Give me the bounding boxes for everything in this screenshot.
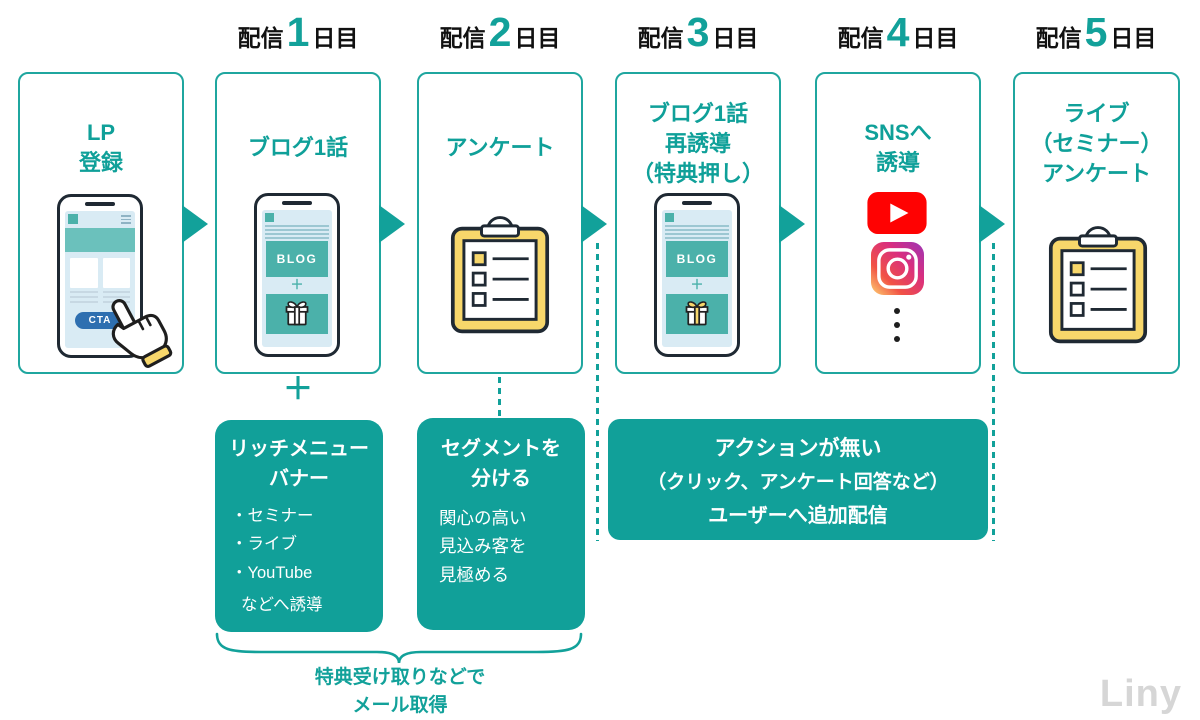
box-title: ブログ1話 [247,135,349,161]
gift-block [666,294,728,334]
gift-icon [285,301,309,326]
arrow-right-icon [581,205,607,243]
liny-logo: Liny [1099,673,1182,715]
note-rich-menu-banner: リッチメニュー バナー ・セミナー ・ライブ ・YouTube などへ誘導 [215,420,383,632]
list-item: ・ライブ [231,535,297,554]
clipboard-icon [1048,226,1148,344]
phone-screen: CTA [65,211,135,348]
day-header-number: 3 [686,9,710,55]
phone-screen: BLOG ＋ [262,210,332,347]
day-header-2: 配信 2 日目 [417,12,583,53]
arrow-right-icon [379,205,405,243]
day-header-number: 2 [488,9,512,55]
text-lines [665,225,729,241]
box-title: SNSへ 誘導 [864,120,932,175]
phone-notch [85,202,115,206]
blog-block: BLOG [666,241,728,277]
list-item: ・セミナー [231,507,314,525]
day-header-3: 配信 3 日目 [615,12,781,53]
arrow-right-icon [779,205,805,243]
day-header-number: 4 [886,9,910,55]
day-header-suffix: 日目 [312,25,359,51]
note-title: セグメントを 分ける [441,438,561,490]
arrow-right-icon [182,205,208,243]
note-additional-broadcast: アクションが無い （クリック、アンケート回答など） ユーザーへ追加配信 [608,419,988,540]
day-header-suffix: 日目 [712,25,759,51]
site-logo-block [665,213,674,222]
dashed-connector [596,243,599,541]
dashed-connector [498,377,501,418]
youtube-icon [867,192,927,234]
arrow-right-icon [979,205,1005,243]
day-header-5: 配信 5 日目 [1013,12,1179,53]
hamburger-icon [121,215,131,226]
day-header-suffix: 日目 [1110,25,1157,51]
day-header-suffix: 日目 [514,25,561,51]
phone-notch [282,201,312,205]
clipboard-icon [450,216,550,334]
day-header-prefix: 配信 [837,25,884,51]
site-logo-block [68,214,78,224]
phone-blog-gift-illustration: BLOG ＋ [654,193,740,357]
phone-screen: BLOG ＋ [662,210,732,347]
plus-icon: ＋ [690,277,704,292]
site-logo-block [265,213,274,222]
text-lines [265,225,329,241]
plus-icon: ＋ [283,373,313,406]
ellipsis-dots-icon [894,308,900,350]
day-header-1: 配信 1 日目 [215,12,381,53]
day-header-prefix: 配信 [439,25,486,51]
gift-block [266,294,328,334]
dashed-connector [992,243,995,541]
curly-brace [215,632,583,664]
day-header-prefix: 配信 [237,25,284,51]
note-body: 関心の高い 見込み客を 見極める [439,508,527,585]
gift-icon [685,301,709,326]
day-header-number: 1 [286,9,310,55]
phone-notch [682,201,712,205]
day-header-4: 配信 4 日目 [815,12,981,53]
cursor-hand-icon [111,299,173,368]
instagram-icon [871,242,924,295]
day-header-prefix: 配信 [1035,25,1082,51]
cta-button: CTA [75,312,125,329]
day-header-prefix: 配信 [637,25,684,51]
note-segment: セグメントを 分ける 関心の高い 見込み客を 見極める [417,418,585,630]
note-footer: などへ誘導 [241,596,323,615]
box-title: アンケート [445,135,555,161]
note-title: リッチメニュー バナー [229,438,369,490]
day-header-suffix: 日目 [912,25,959,51]
plus-icon: ＋ [290,277,304,292]
day-header-number: 5 [1084,9,1108,55]
hero-banner-block [65,228,135,252]
box-title: ブログ1話 再誘導 （特典押し） [631,101,764,186]
list-item: ・YouTube [231,563,313,582]
box-title: ライブ （セミナー） アンケート [1030,101,1163,186]
box-title: LP 登録 [78,120,123,175]
note-bullet-list: ・セミナー ・ライブ ・YouTube [231,502,383,587]
brace-caption: 特典受け取りなどで メール取得 [314,667,486,716]
phone-blog-illustration: BLOG ＋ [254,193,340,357]
blog-block: BLOG [266,241,328,277]
